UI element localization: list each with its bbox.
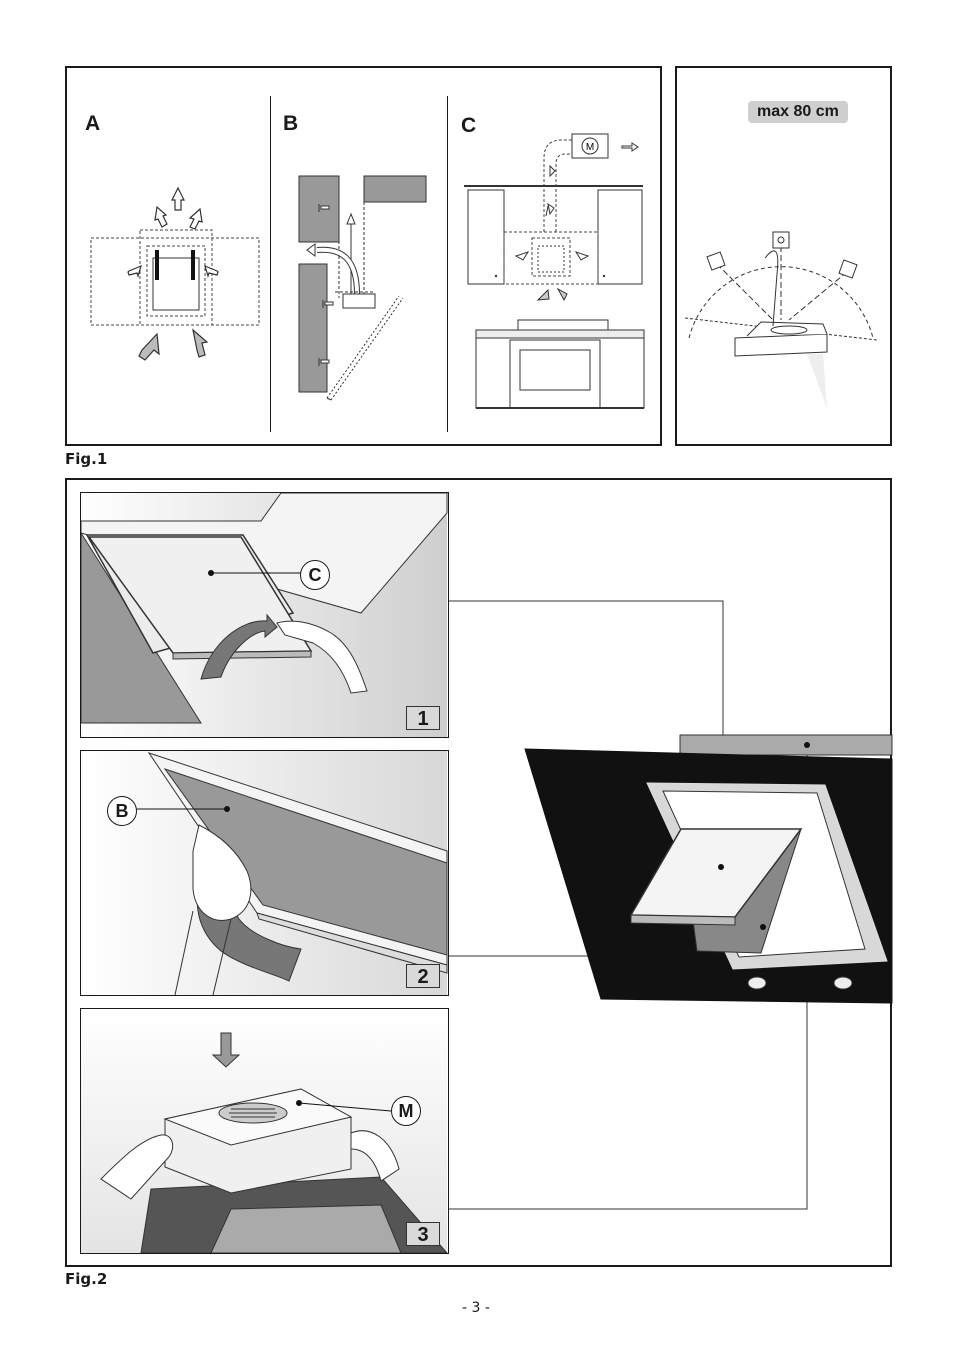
step-1-panel: C 1 [80,492,449,738]
motor-label: M [586,142,594,153]
callout-c: C [300,560,330,590]
step-3-panel: M 3 [80,1008,449,1254]
fig1-max-distance-frame: max 80 cm [675,66,892,446]
panel-a-illustration [67,68,267,428]
step-1-illustration [81,493,447,737]
fig1-main-frame: A B C [65,66,662,446]
fig2-frame: C 1 B 2 [65,478,892,1267]
max-distance-illustration [677,68,891,444]
fig1-caption: Fig.1 [65,450,107,468]
fig2-caption: Fig.2 [65,1270,107,1288]
step-1-number: 1 [406,706,440,730]
page-number: - 3 - [462,1300,490,1316]
step-2-number: 2 [406,964,440,988]
callout-b: B [107,796,137,826]
panel-b-illustration [271,68,447,428]
step-3-number: 3 [406,1222,440,1246]
step-2-panel: B 2 [80,750,449,996]
callout-m: M [391,1096,421,1126]
panel-c-illustration: M [448,68,662,428]
hood-illustration [525,735,892,1003]
step-2-illustration [81,751,447,995]
step-3-illustration [81,1009,447,1253]
